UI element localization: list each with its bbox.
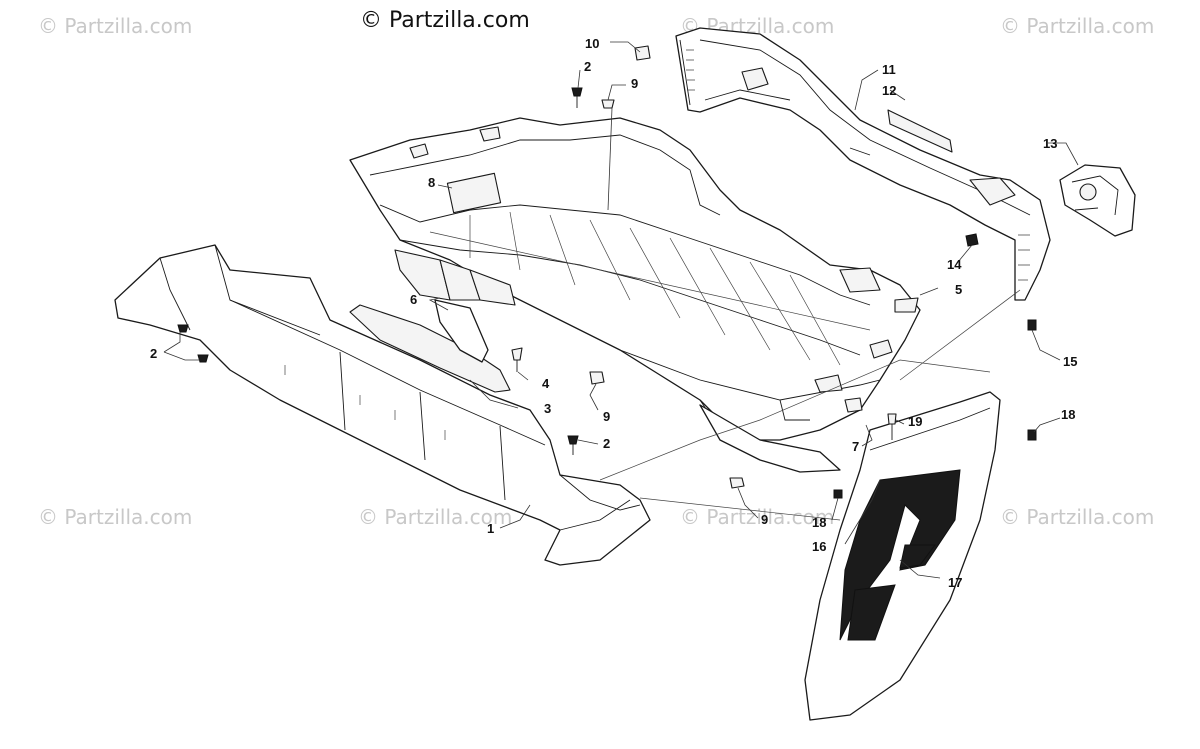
fasteners [177,45,1037,499]
part-7-lower-panel [699,404,841,473]
callout-9: 9 [631,76,639,91]
callout-2: 2 [150,346,158,361]
watermark: © Partzilla.com [38,14,193,38]
watermark: © Partzilla.com [1000,505,1155,529]
watermark: © Partzilla.com [1000,14,1155,38]
callout-13: 13 [1043,136,1058,151]
callout-10: 10 [585,36,600,51]
part-1-left-rail [114,244,651,566]
callout-5: 5 [955,282,963,297]
watermark: © Partzilla.com [38,505,193,529]
part-12-decal [887,109,953,153]
callout-15: 15 [1063,354,1078,369]
part-6-inner-panel [434,299,489,363]
leader-lines [163,41,1079,579]
callout-7: 7 [852,439,860,454]
callout-19: 19 [908,414,923,429]
callout-2: 2 [603,436,611,451]
brand-title: © Partzilla.com [360,8,530,33]
callout-6: 6 [410,292,418,307]
callout-9: 9 [603,409,611,424]
part-17-graphic-decal [839,469,961,641]
watermark: © Partzilla.com [358,505,513,529]
callout-9: 9 [761,512,769,527]
callout-3: 3 [544,401,552,416]
part-13-tail-light [1059,164,1136,237]
callout-14: 14 [947,257,962,272]
callout-8: 8 [428,175,436,190]
callout-17: 17 [948,575,963,590]
callout-16: 16 [812,539,827,554]
callout-12: 12 [882,83,897,98]
callout-18: 18 [812,515,827,530]
callout-11: 11 [882,62,896,77]
part-3-trim-strip [349,304,511,393]
part-11-right-rail [675,27,1051,301]
part-5-cargo-bed [349,117,921,446]
callout-2: 2 [584,59,592,74]
callout-4: 4 [542,376,550,391]
callout-1: 1 [487,521,495,536]
callout-18: 18 [1061,407,1076,422]
